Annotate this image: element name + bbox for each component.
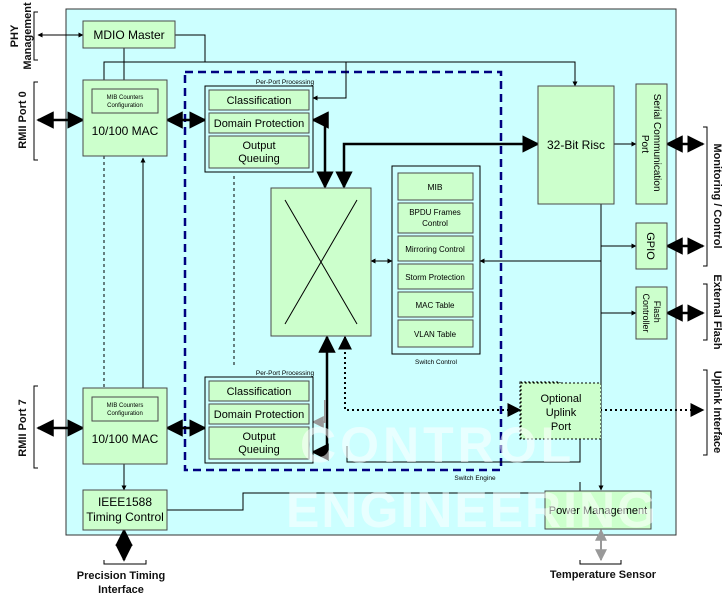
ieee1588-block: IEEE1588 Timing Control	[82, 489, 168, 531]
rmii-port0-label: RMII Port 0	[17, 91, 29, 148]
optional-uplink-text: Optional Uplink Port	[520, 382, 602, 440]
mirroring-item: Mirroring Control	[405, 245, 465, 254]
mdio-master-label: MDIO Master	[93, 28, 164, 42]
power-management-label: Power Management	[549, 505, 647, 517]
timing-control-label: Timing Control	[86, 510, 164, 524]
risc-block: 32-Bit Risc	[537, 85, 615, 205]
risc-label: 32-Bit Risc	[547, 138, 605, 152]
output-label: Output	[242, 431, 275, 443]
switch-engine-label: Switch Engine	[454, 475, 496, 482]
queuing-label: Queuing	[238, 153, 280, 165]
power-management-block: Power Management	[544, 490, 652, 530]
mib-item: MIB	[427, 182, 442, 192]
serial-label: Serial Communication Port	[639, 94, 662, 195]
mac-port0-block: MIB Counters Configuration 10/100 MAC	[82, 79, 168, 157]
per-port-label: Per-Port Processing	[256, 370, 315, 377]
switch-engine-region	[183, 70, 503, 472]
serial-port-block: Serial Communication Port	[635, 83, 668, 205]
external-flash-label: External Flash	[711, 274, 723, 349]
gpio-block: GPIO	[635, 222, 668, 270]
crossbar-switch	[270, 187, 372, 337]
mac-port7-block: MIB Counters Configuration 10/100 MAC	[82, 387, 168, 465]
optional-uplink-label-3: Port	[551, 421, 571, 433]
storm-item: Storm Protection	[405, 273, 465, 282]
watermark: CONTROL ENGINEERING	[286, 417, 658, 538]
rmii-port7-label: RMII Port 7	[17, 399, 29, 456]
mdio-master-block: MDIO Master	[82, 20, 176, 49]
mib-counters-label: MIB Counters	[107, 403, 144, 409]
classification-label: Classification	[227, 386, 292, 398]
phy-management-label: PHYManagement	[9, 2, 34, 70]
precision-timing-label: Precision Timing	[77, 570, 165, 582]
vlan-table-item: VLAN Table	[414, 330, 457, 339]
mib-counters-label: MIB Counters	[107, 95, 144, 101]
per-port-processing-bottom: Per-Port Processing Classification Domai…	[204, 370, 315, 464]
output-label: Output	[242, 140, 275, 152]
mib-config-label: Configuration	[107, 103, 143, 109]
classification-label: Classification	[227, 95, 292, 107]
interface-label: Interface	[98, 584, 144, 596]
domain-protection-label: Domain Protection	[214, 118, 305, 130]
temperature-sensor-label: Temperature Sensor	[550, 569, 657, 581]
per-port-processing-top: Per-Port Processing Classification Domai…	[204, 79, 315, 173]
watermark-line1: CONTROL	[300, 417, 575, 473]
per-port-label: Per-Port Processing	[256, 79, 315, 86]
flash-label: Flash Controller	[641, 293, 662, 332]
switch-control-label: Switch Control	[415, 359, 457, 366]
watermark-line2: ENGINEERING	[286, 482, 658, 538]
mac-table-item: MAC Table	[416, 301, 456, 310]
gpio-label: GPIO	[644, 232, 656, 260]
monitoring-control-label: Monitoring / Control	[711, 143, 723, 248]
flash-controller-block: Flash Controller	[635, 286, 668, 340]
uplink-interface-label: Uplink Interface	[711, 371, 723, 454]
queuing-label: Queuing	[238, 444, 280, 456]
optional-uplink-label-2: Uplink	[546, 407, 577, 419]
mac-label: 10/100 MAC	[92, 432, 159, 446]
ieee1588-label: IEEE1588	[98, 495, 152, 509]
domain-protection-label: Domain Protection	[214, 409, 305, 421]
optional-uplink-label-1: Optional	[541, 393, 582, 405]
mac-label: 10/100 MAC	[92, 124, 159, 138]
mib-config-label: Configuration	[107, 411, 143, 417]
